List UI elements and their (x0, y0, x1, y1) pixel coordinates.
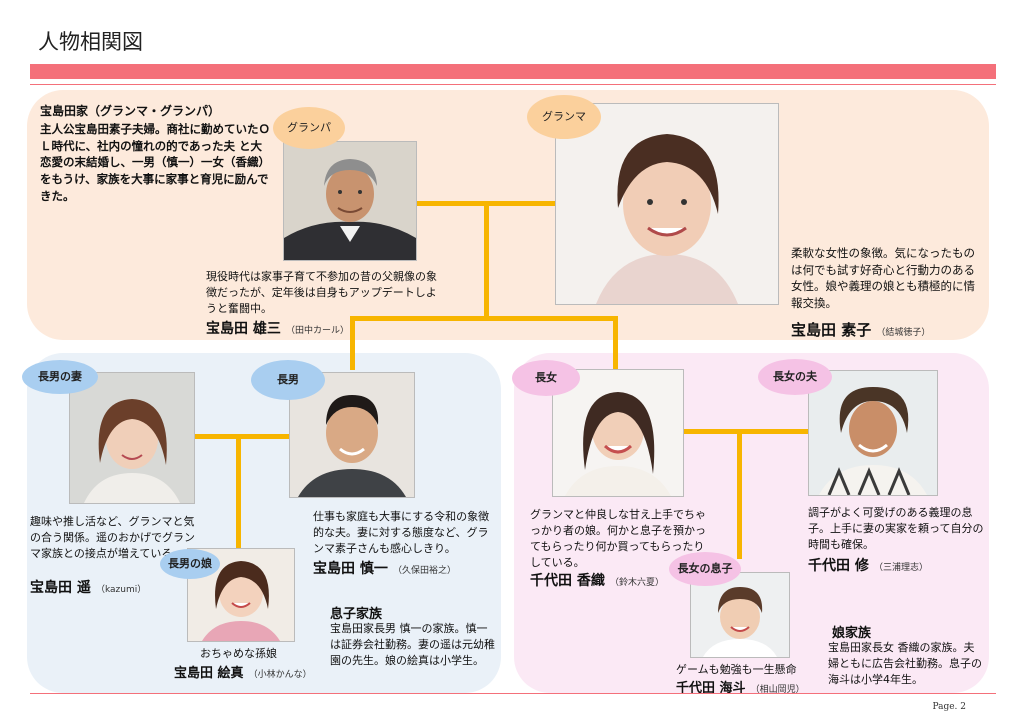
son-family-heading: 息子家族 (330, 607, 383, 622)
daughter-role-badge: 長女 (512, 360, 580, 396)
son-wife-description: 趣味や推し活など、グランマと気の合う関係。遥のおかげでグランマ家族との接点が増え… (30, 515, 195, 560)
grand-family-panel (27, 90, 989, 340)
daughter-son-actor: （相山岡児） (750, 685, 805, 695)
son-daughter-name: 宝島田 絵真 (174, 666, 244, 681)
grandparents-child-line (484, 203, 489, 318)
son-couple-connector (194, 434, 289, 439)
daughter-name-line: 千代田 香織 （鈴木六夏） (530, 570, 664, 590)
daughter-husband-name-line: 千代田 修 （三浦理志） (808, 555, 928, 575)
son-actor: （久保田裕之） (392, 566, 456, 576)
daughter-husband-description: 調子がよく可愛げのある義理の息子。上手に妻の実家を頼って自分の時間も確保。 (808, 506, 984, 551)
son-wife-photo (69, 372, 195, 504)
son-daughter-actor: （小林かんな） (248, 670, 312, 680)
son-role-badge: 長男 (251, 360, 325, 400)
daughter-family-heading: 娘家族 (832, 626, 872, 641)
son-name: 宝島田 慎一 (313, 561, 388, 577)
grandma-description: 柔軟な女性の象徴。気になったものは何でも試す好奇心と行動力のある女性。娘や義理の… (791, 246, 975, 311)
son-wife-name: 宝島田 遥 (30, 580, 91, 596)
daughter-description: グランマと仲良しな甘え上手でちゃっかり者の娘。何かと息子を預かってもらったり何か… (530, 508, 706, 569)
grandma-name: 宝島田 素子 (791, 321, 872, 339)
footer-divider (30, 693, 996, 694)
grandma-photo (555, 103, 779, 305)
daughter-photo (552, 369, 684, 497)
son-name-line: 宝島田 慎一 （久保田裕之） (313, 558, 456, 578)
grandpa-description: 現役時代は家事子育て不参加の昔の父親像の象徴だったが、定年後は自身もアップデート… (206, 270, 437, 315)
grandpa-photo (283, 141, 417, 261)
daughter-child-line (737, 431, 742, 559)
grandpa-name-line: 宝島田 雄三 （田中カール） (206, 318, 349, 338)
grandma-role-badge: グランマ (527, 95, 601, 139)
daughter-family-body: 宝島田家長女 香織の家族。夫婦ともに広告会社勤務。息子の海斗は小学4年生。 (828, 641, 982, 686)
daughter-son-description: ゲームも勉強も一生懸命 (676, 663, 797, 676)
son-description: 仕事も家庭も大事にする令和の象徴的な夫。妻に対する態度など、グランマ素子さんも感… (313, 510, 490, 555)
son-daughter-description: おちゃめな孫娘 (200, 647, 277, 660)
son-family-body: 宝島田家長男 慎一の家族。慎一は証券会社勤務。妻の遥は元幼稚園の先生。娘の絵真は… (330, 622, 495, 667)
daughter-son-photo (690, 572, 790, 658)
grandma-name-line: 宝島田 素子 （結城徳子） (791, 319, 930, 340)
daughter-husband-photo (808, 370, 938, 496)
son-wife-actor: （kazumi） (95, 585, 147, 595)
page-number: Page. 2 (932, 702, 966, 712)
daughter-actor: （鈴木六夏） (609, 578, 664, 588)
daughter-husband-name: 千代田 修 (808, 558, 869, 574)
daughter-husband-actor: （三浦理志） (873, 563, 928, 573)
son-daughter-name-line: 宝島田 絵真 （小林かんな） (174, 662, 312, 681)
son-wife-role-badge: 長男の妻 (22, 360, 98, 394)
header-bar (30, 64, 996, 79)
header-divider (30, 84, 996, 85)
grand-family-heading: 宝島田家（グランマ・グランパ） (40, 104, 221, 118)
son-child-line (236, 436, 241, 548)
daughter-son-name: 千代田 海斗 (676, 681, 746, 696)
grandpa-role-badge: グランパ (273, 107, 345, 149)
children-branch-line (350, 316, 618, 321)
son-daughter-role-badge: 長男の娘 (160, 549, 220, 579)
grandma-actor: （結城徳子） (876, 328, 931, 338)
daughter-line (613, 316, 618, 370)
grand-family-body: 主人公宝島田素子夫婦。商社に勤めていたＯＬ時代に、社内の憧れの的であった夫 と大… (40, 122, 270, 203)
page-title: 人物相関図 (38, 30, 143, 54)
daughter-couple-connector (682, 429, 808, 434)
son-wife-name-line: 宝島田 遥 （kazumi） (30, 577, 146, 597)
daughter-son-name-line: 千代田 海斗 （相山岡児） (676, 677, 805, 696)
daughter-name: 千代田 香織 (530, 573, 605, 589)
grandpa-actor: （田中カール） (285, 326, 349, 336)
daughter-son-role-badge: 長女の息子 (669, 552, 741, 586)
son-line (350, 316, 355, 370)
grandpa-name: 宝島田 雄三 (206, 321, 281, 337)
daughter-husband-role-badge: 長女の夫 (758, 359, 832, 395)
